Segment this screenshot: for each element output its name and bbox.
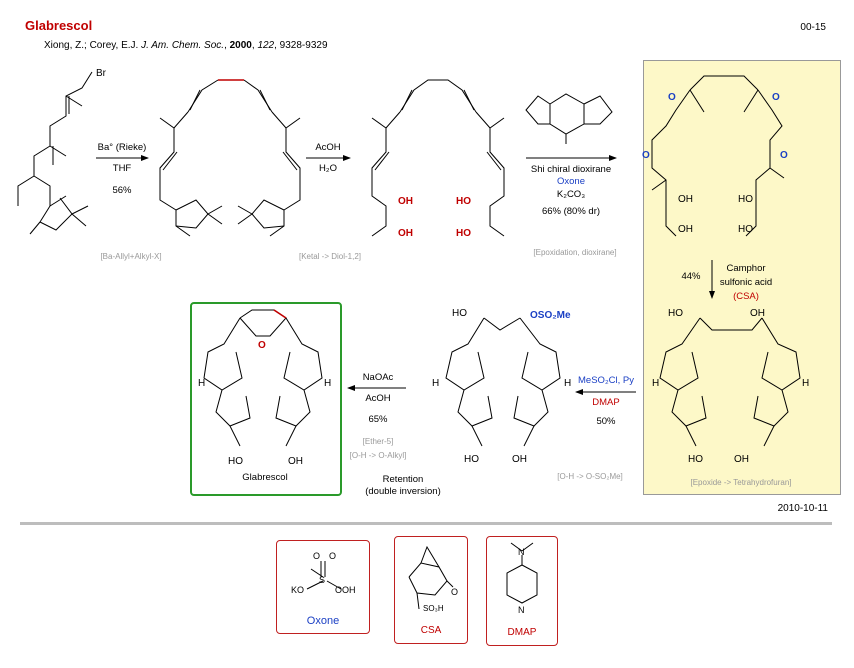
step6-note1: Retention <box>382 474 424 485</box>
hydroxyl-label: HO <box>738 194 753 205</box>
oxone-structure: O O S KO OOH <box>291 551 356 595</box>
bromine-label: Br <box>96 68 107 79</box>
date-stamp: 2010-10-11 <box>777 503 828 514</box>
epoxide-oxygen-label: O <box>642 150 650 161</box>
dmap-structure: N N <box>506 542 538 615</box>
divider <box>20 522 832 525</box>
hydrogen-label: H <box>324 378 331 389</box>
citation-year: 2000 <box>229 40 252 51</box>
legend-oxone-box: O O S KO OOH Oxone <box>276 540 370 634</box>
nitrogen-label: N <box>518 605 525 615</box>
bis-epoxide-tetraol-structure <box>651 75 785 237</box>
citation-volume: 122 <box>257 40 275 51</box>
mesylate-structure <box>445 317 561 447</box>
hydroxyl-label: OH <box>750 308 765 319</box>
step1-reagent2: THF <box>112 163 132 174</box>
hydroxyl-label: OH <box>288 456 303 467</box>
hydroxyl-label: HO <box>228 456 243 467</box>
step5-reagent2: DMAP <box>592 397 620 408</box>
step4-reagent2: sulfonic acid <box>719 277 773 288</box>
step6-reagent2: AcOH <box>365 393 391 404</box>
hydrogen-label: H <box>432 378 439 389</box>
oxygen-label: O <box>313 551 320 561</box>
so3h-label: SO₃H <box>423 604 444 613</box>
step2-reagent2: H₂O <box>319 163 337 174</box>
highlighted-intermediates-panel <box>643 60 841 495</box>
ether-oxygen-label: O <box>258 340 266 351</box>
hydroxyl-label: HO <box>738 224 753 235</box>
legend-csa-label: CSA <box>420 625 442 636</box>
step6-note2: (double inversion) <box>365 486 441 497</box>
nitrogen-label: N <box>518 547 525 557</box>
step3-yield: 66% (80% dr) <box>541 206 601 217</box>
legend-dmap-box: N N DMAP <box>486 536 558 646</box>
hydrogen-label: H <box>564 378 571 389</box>
hydroxyl-label: OH <box>734 454 749 465</box>
citation: Xiong, Z.; Corey, E.J. J. Am. Chem. Soc.… <box>44 40 328 51</box>
step3-tag: [Epoxidation, dioxirane] <box>533 248 617 257</box>
product-name: Glabrescol <box>242 472 288 483</box>
mesylate-label: OSO₂Me <box>530 310 571 321</box>
epoxide-oxygen-label: O <box>668 92 676 103</box>
step2-tag: [Ketal -> Diol-1,2] <box>298 252 362 261</box>
oxygen-label: O <box>329 551 336 561</box>
step2-reagent1: AcOH <box>315 142 341 153</box>
step4-reagent1: Camphor <box>726 263 766 274</box>
step4-yield: 44% <box>681 271 701 282</box>
step5-yield: 50% <box>596 416 616 427</box>
hydroxyl-label: HO <box>464 454 479 465</box>
epoxide-oxygen-label: O <box>780 150 788 161</box>
shi-catalyst-structure <box>525 93 613 144</box>
page-title: Glabrescol <box>25 18 93 33</box>
step6-tag1: [Ether-5] <box>362 437 394 446</box>
oxygen-label: O <box>451 587 458 597</box>
page-code: 00-15 <box>800 22 826 33</box>
hydroxyl-label: HO <box>456 196 471 207</box>
ooh-label: OOH <box>335 585 356 595</box>
step3-reagent2: Oxone <box>557 176 585 187</box>
step6-reagent1: NaOAc <box>362 372 394 383</box>
hydrogen-label: H <box>802 378 809 389</box>
step6-tag2: [O-H -> O-Alkyl] <box>349 451 407 460</box>
sulfur-label: S <box>319 575 325 585</box>
hydroxyl-label: HO <box>668 308 683 319</box>
legend-csa-box: O SO₃H CSA <box>394 536 468 644</box>
hydroxyl-label: OH <box>398 228 413 239</box>
legend-dmap-label: DMAP <box>507 627 537 638</box>
citation-pages: , 9328-9329 <box>274 40 328 51</box>
hydrogen-label: H <box>652 378 659 389</box>
step5-reagent1: MeSO₂Cl, Py <box>578 375 634 386</box>
step1-yield: 56% <box>112 185 132 196</box>
step3-reagent3: K₂CO₃ <box>556 189 586 200</box>
hydroxyl-label: HO <box>456 228 471 239</box>
step3-reagent1: Shi chiral dioxirane <box>530 164 612 175</box>
csa-structure: O SO₃H <box>408 545 458 613</box>
hydroxyl-label: OH <box>678 224 693 235</box>
starting-material-structure <box>17 71 93 235</box>
hydrogen-label: H <box>198 378 205 389</box>
hydroxyl-label: OH <box>678 194 693 205</box>
step6-yield: 65% <box>368 414 388 425</box>
citation-journal: J. Am. Chem. Soc. <box>141 40 225 51</box>
hydroxyl-label: HO <box>688 454 703 465</box>
glabrescol-structure <box>203 309 323 447</box>
product-highlight-box <box>190 302 342 496</box>
ko-label: KO <box>291 585 304 595</box>
legend-oxone-label: Oxone <box>306 615 340 627</box>
step5-tag: [O-H -> O-SO₂Me] <box>557 472 623 481</box>
hydroxyl-label: OH <box>512 454 527 465</box>
bis-diol-structure <box>371 79 505 237</box>
tetrahydrofuran-intermediate-structure <box>659 317 801 447</box>
hydroxyl-label: HO <box>452 308 467 319</box>
hydroxyl-label: OH <box>398 196 413 207</box>
synthesis-scheme: Br OH OH HO HO OH OH HO HO O O O O HO OH… <box>17 68 809 467</box>
coupled-bis-ketal-structure <box>159 79 301 237</box>
epoxide-oxygen-label: O <box>772 92 780 103</box>
step1-tag: [Ba-Allyl+Alkyl-X] <box>100 252 162 261</box>
step4-reagent3: (CSA) <box>733 291 759 302</box>
citation-authors: Xiong, Z.; Corey, E.J. <box>44 40 139 51</box>
step4-tag: [Epoxide -> Tetrahydrofuran] <box>690 478 792 487</box>
step1-reagent1: Ba° (Rieke) <box>97 142 147 153</box>
